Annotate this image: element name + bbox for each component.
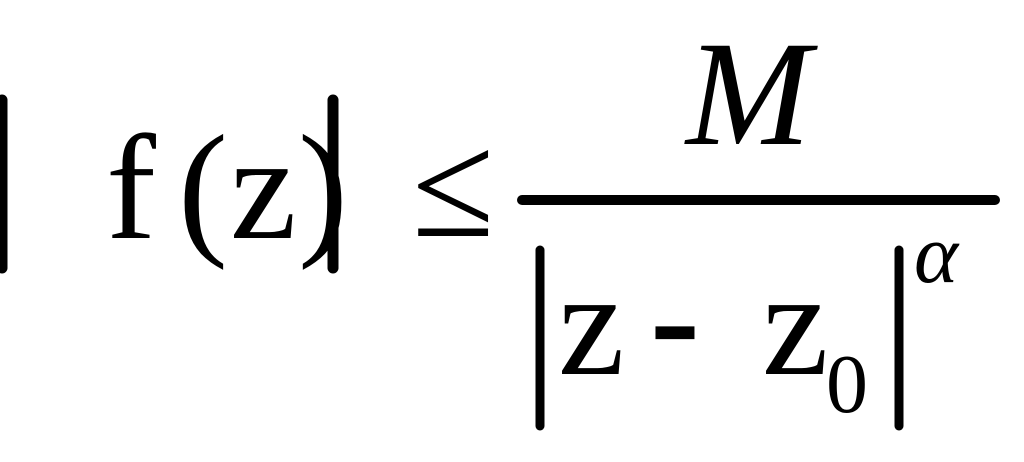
open-paren: ( <box>178 105 228 271</box>
minus-sign: - <box>650 235 700 401</box>
denominator-center: z <box>762 241 829 407</box>
center-subscript: 0 <box>826 338 868 431</box>
denominator-variable: z <box>558 241 625 407</box>
numerator: M <box>684 11 818 177</box>
function-name: f <box>106 105 156 271</box>
less-or-equal-sign: ≤ <box>412 103 494 269</box>
function-argument: z <box>230 105 297 271</box>
close-paren: ) <box>298 105 348 271</box>
exponent-alpha: α <box>914 208 960 301</box>
